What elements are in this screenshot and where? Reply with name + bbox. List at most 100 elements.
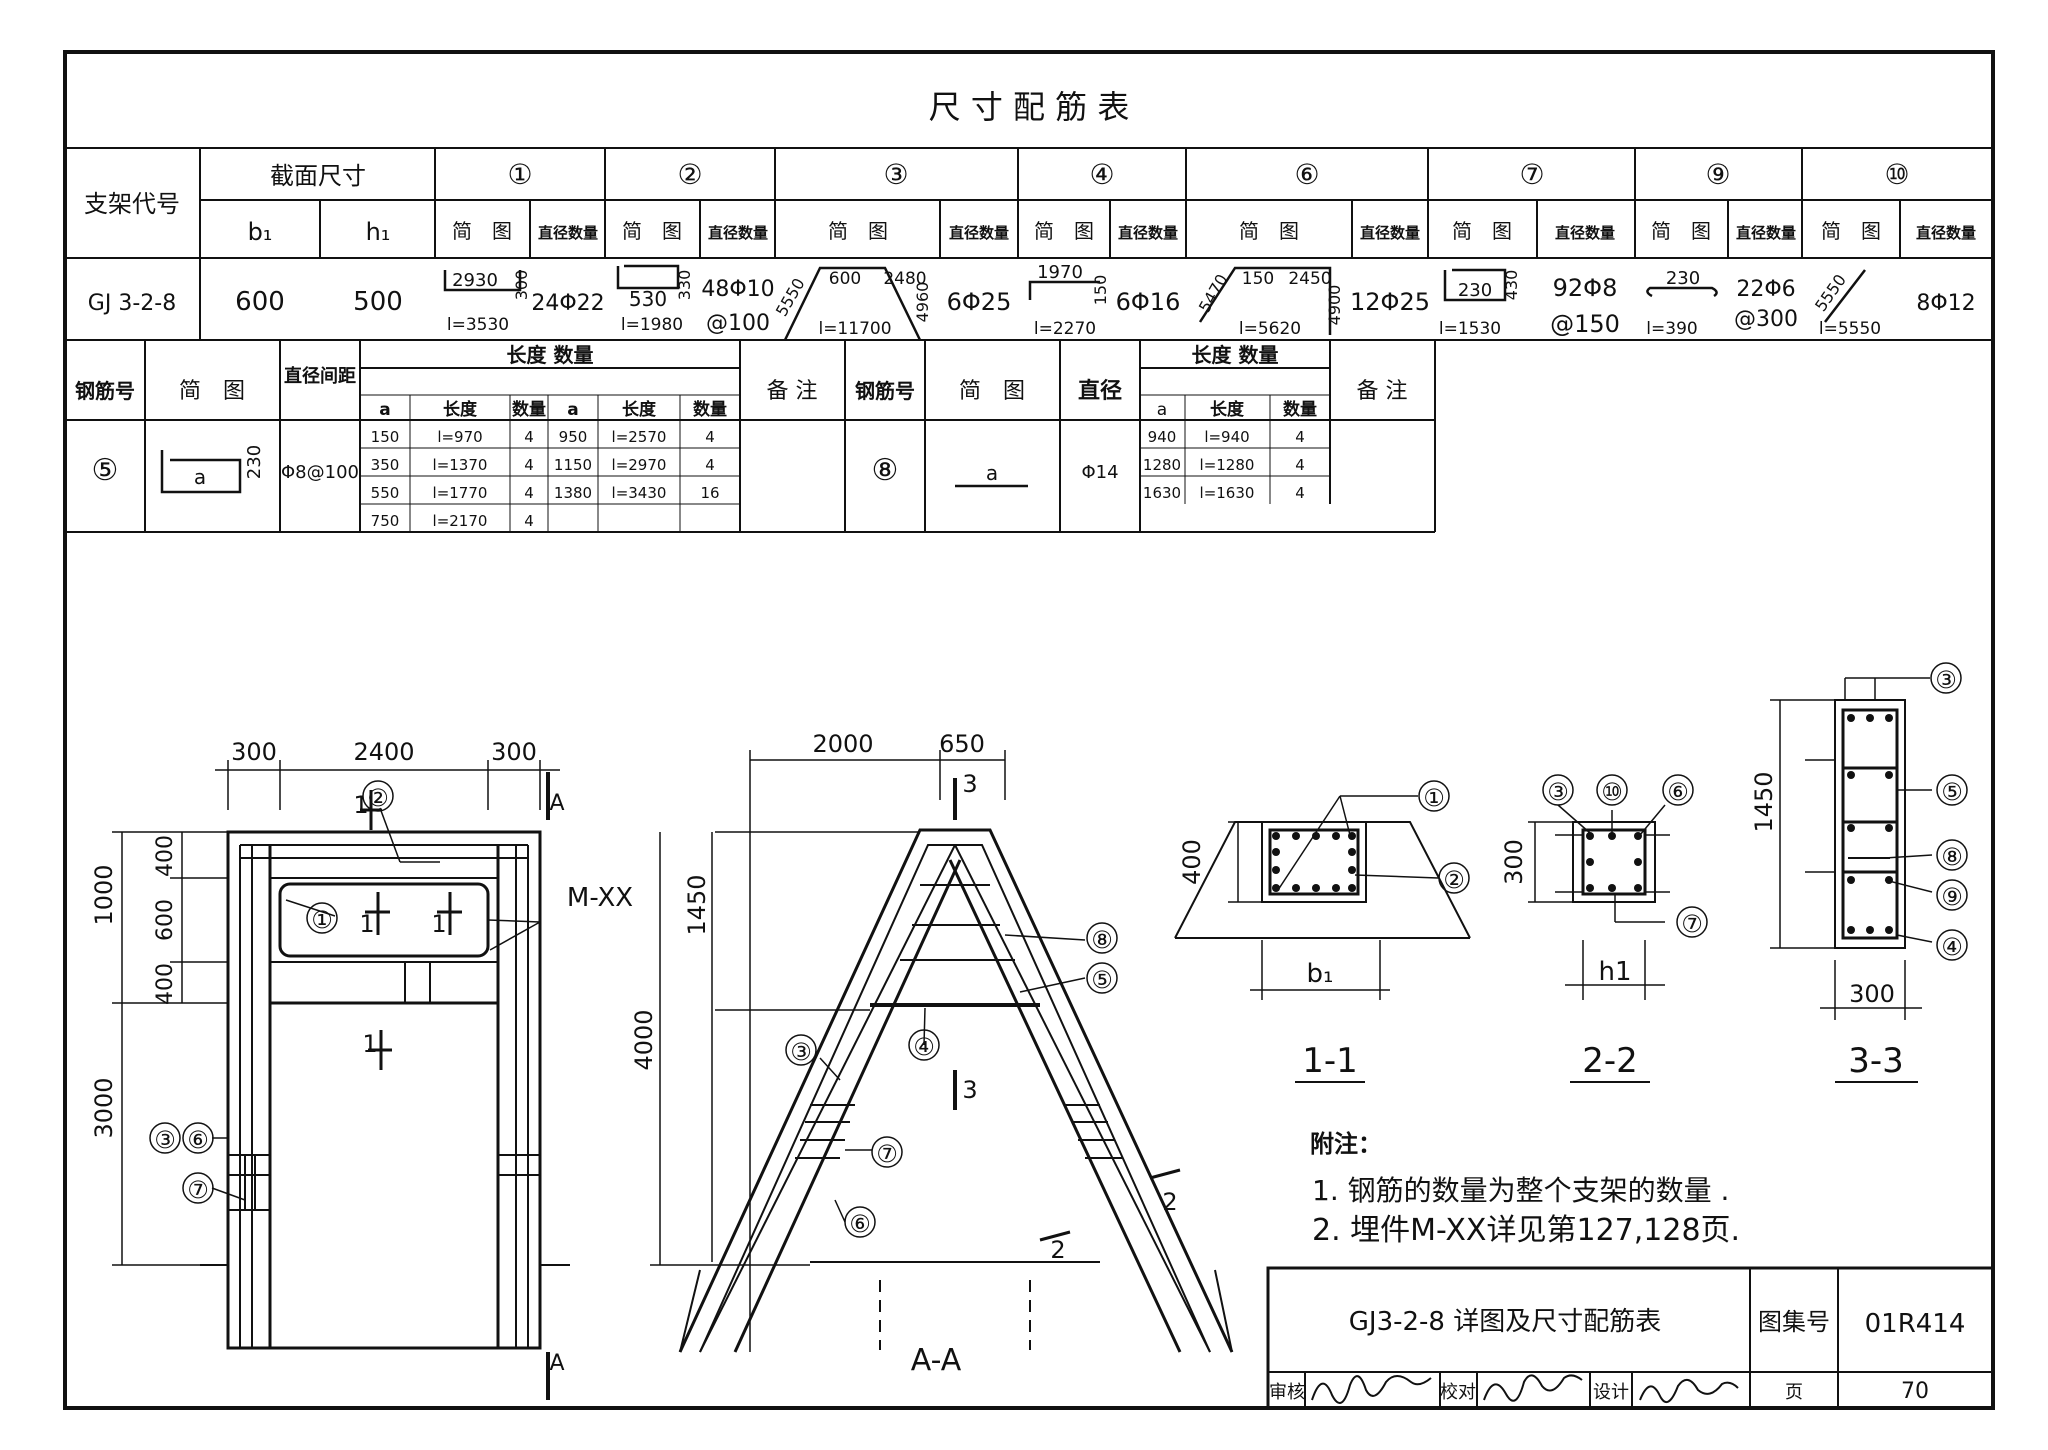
notes-heading: 附注：: [1310, 1130, 1382, 1158]
s11-rebar-9: [1348, 884, 1356, 892]
hdr-dia-qty-10: 直径数量: [1916, 224, 1976, 242]
section-11-drawing: [1174, 795, 1471, 1083]
hdr-dia-qty-7: 直径数量: [1555, 224, 1615, 242]
rebar-sketch: [1198, 266, 1332, 335]
hdr-dia-qty-2: 直径数量: [708, 224, 768, 242]
bar5-cell-3-0: 750: [371, 512, 400, 530]
elev-section-1-lower: 1: [362, 1030, 377, 1058]
bar5-cell-2-0: 550: [371, 484, 400, 502]
atlas-number: 01R414: [1865, 1309, 1966, 1339]
aa-callout-7: ⑦: [876, 1140, 898, 1168]
aa-section-3-top: 3: [962, 770, 977, 798]
rebar-sketch: [1824, 269, 1866, 323]
hdr2-sketch: 简 图: [179, 379, 245, 404]
s11-rebar-10: [1272, 848, 1280, 856]
s11-rebar-13: [1348, 866, 1356, 874]
callout-2-circle: [362, 780, 394, 812]
s22-callout-10: ⑩: [1601, 778, 1623, 806]
s22-callout-3: ③: [1547, 778, 1569, 806]
s11-rebar-11: [1272, 866, 1280, 874]
bar7-dim-a: 230: [1458, 280, 1492, 301]
hdr-sketch-2: 简 图: [622, 219, 682, 243]
row-b1: 600: [235, 287, 285, 317]
bar5-cell-2-3: 1380: [554, 484, 592, 502]
hdr-sketch-3: 简 图: [828, 219, 888, 243]
aa-callout-8-circle: [1086, 922, 1118, 954]
s11-callout-1: ①: [1423, 784, 1445, 812]
aa-callout-7-circle: [871, 1136, 903, 1168]
hdr2-note: 备 注: [767, 379, 818, 404]
s33-label: 3-3: [1848, 1041, 1904, 1081]
s11-rebar-4: [1348, 832, 1356, 840]
s22-rebar-1: [1608, 832, 1616, 840]
bar6-length: l=5620: [1239, 319, 1301, 339]
s33-callout-4-circle: [1936, 929, 1968, 961]
callout-6-circle: [182, 1122, 214, 1154]
bar9-length: l=390: [1646, 319, 1697, 339]
hdr-bar-7: ⑦: [1519, 158, 1544, 191]
bar7-length: l=1530: [1439, 319, 1501, 339]
bar8-cell-2-2: 4: [1295, 484, 1305, 502]
bar9-spacing: @300: [1734, 307, 1798, 332]
bar3-dim-e: 4960: [913, 282, 932, 323]
s11-callout-1-circle: [1418, 780, 1450, 812]
s22-rebar-0: [1586, 832, 1594, 840]
s11-label: 1-1: [1302, 1041, 1358, 1081]
hdr2-col-3: a: [567, 400, 578, 420]
bar10-dia-qty: 8Φ12: [1916, 291, 1975, 316]
bar7-spacing: @150: [1550, 310, 1620, 338]
row-code: GJ 3-2-8: [88, 291, 176, 316]
s33-rebar-0: [1847, 714, 1855, 722]
bar5-cell-0-5: 4: [705, 428, 715, 446]
bar5-cell-1-4: l=2970: [612, 456, 667, 474]
s22-rebar-5: [1634, 884, 1642, 892]
s33-rebar-4: [1866, 926, 1874, 934]
bar6-dim-c: 5470: [1195, 271, 1232, 316]
aa-callout-4: ④: [913, 1033, 935, 1061]
s33-callout-9-circle: [1936, 879, 1968, 911]
s33-rebar-1: [1866, 714, 1874, 722]
callout-3: ③: [154, 1126, 176, 1154]
rebar-sketch: [1443, 268, 1507, 302]
s33-rebar-3: [1847, 926, 1855, 934]
elev-dim-300-right: 300: [491, 738, 537, 766]
hdr-dia-qty-9: 直径数量: [1736, 224, 1796, 242]
hdr2-sketch-8: 简 图: [959, 379, 1025, 404]
elev-dim-2400: 2400: [353, 738, 414, 766]
hdr-support-code: 支架代号: [84, 190, 180, 218]
s22-callout-6: ⑥: [1667, 778, 1689, 806]
s33-callout-3: ③: [1935, 666, 1957, 694]
s33-rebar-6: [1847, 771, 1855, 779]
s11-rebar-1: [1292, 832, 1300, 840]
rebar-sketch: [443, 270, 522, 292]
s22-rebar-6: [1586, 858, 1594, 866]
s22-rebar-2: [1634, 832, 1642, 840]
bar2-dia-qty: 48Φ10: [701, 277, 774, 302]
elev-section-1-mid-left: 1: [359, 910, 374, 938]
aa-callout-6: ⑥: [849, 1210, 871, 1238]
bar8-cell-1-0: 1280: [1143, 456, 1181, 474]
bar6-dim-e: 4900: [1325, 285, 1344, 326]
hdr2-dia-8: 直径: [1078, 378, 1122, 404]
bar4-dia-qty: 6Φ16: [1116, 288, 1181, 316]
aa-dim-650: 650: [939, 730, 985, 758]
hdr-section-size: 截面尺寸: [270, 162, 366, 190]
s11-rebar-6: [1292, 884, 1300, 892]
aa-callout-8: ⑧: [1091, 926, 1113, 954]
aa-dim-1450: 1450: [683, 874, 711, 935]
s33-callout-5: ⑤: [1941, 778, 1963, 806]
bar3-dim-c: 5550: [772, 275, 809, 320]
bar5-cell-2-1: l=1770: [433, 484, 488, 502]
hdr-dia-qty-3: 直径数量: [949, 224, 1009, 242]
s33-dim-300: 300: [1849, 980, 1895, 1008]
hdr-bar-4: ④: [1089, 158, 1114, 191]
bar6-dia-qty: 12Φ25: [1350, 288, 1430, 316]
drawing-name: GJ3-2-8 详图及尺寸配筋表: [1349, 1307, 1661, 1337]
row-h1: 500: [353, 287, 403, 317]
aa-callout-5: ⑤: [1091, 966, 1113, 994]
hdr-bar-2: ②: [677, 158, 702, 191]
hdr-sketch-1: 简 图: [452, 219, 512, 243]
bar8-cell-2-0: 1630: [1143, 484, 1181, 502]
